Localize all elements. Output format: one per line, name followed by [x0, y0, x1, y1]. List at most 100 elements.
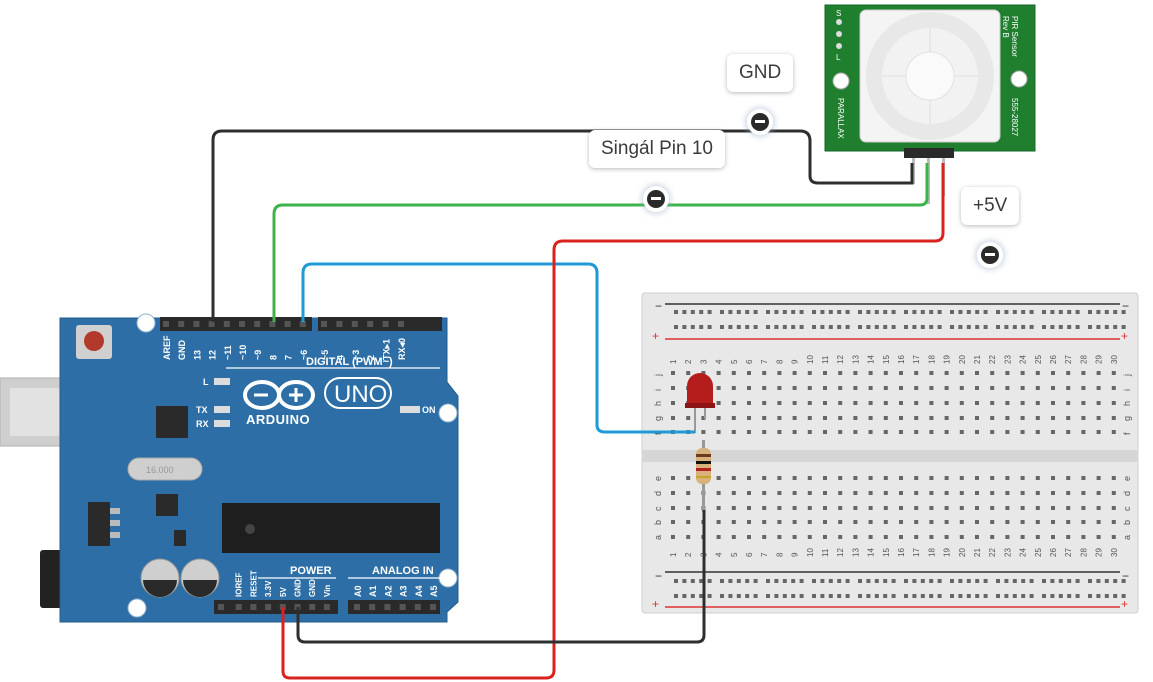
bb-hole-a4[interactable] [716, 535, 721, 539]
bb-hole-g22[interactable] [990, 416, 995, 420]
bb-rail-hole[interactable] [1104, 594, 1109, 598]
bb-hole-b6[interactable] [747, 520, 751, 524]
bb-hole-h11[interactable] [823, 401, 827, 405]
wire-signal-pin10[interactable] [272, 163, 929, 322]
bb-rail-hole[interactable] [745, 325, 750, 329]
bb-hole-c5[interactable] [731, 506, 736, 510]
breadboard[interactable]: − − + + − − + + 112233445566778899101011… [641, 292, 1139, 614]
bb-hole-d16[interactable] [899, 491, 903, 495]
bb-hole-i23[interactable] [1005, 386, 1010, 390]
bb-rail-hole[interactable] [1075, 310, 1080, 314]
bb-rail-hole[interactable] [1104, 310, 1109, 314]
bb-rail-hole[interactable] [1050, 594, 1055, 598]
bb-hole-b5[interactable] [731, 520, 736, 524]
bb-rail-hole[interactable] [1050, 579, 1055, 583]
bb-rail-hole[interactable] [820, 579, 825, 583]
bb-hole-j16[interactable] [899, 371, 903, 375]
bb-hole-h18[interactable] [929, 401, 934, 405]
bb-hole-c18[interactable] [929, 506, 934, 510]
bb-rail-hole[interactable] [699, 325, 704, 329]
bb-hole-b13[interactable] [853, 520, 858, 524]
bb-hole-a24[interactable] [1020, 535, 1025, 539]
bb-hole-i30[interactable] [1111, 386, 1116, 390]
bb-hole-d10[interactable] [807, 491, 812, 495]
bb-hole-d20[interactable] [959, 491, 964, 495]
bb-rail-hole[interactable] [682, 594, 687, 598]
bb-hole-j26[interactable] [1051, 371, 1055, 375]
bb-hole-g20[interactable] [959, 416, 964, 420]
bb-rail-hole[interactable] [1012, 325, 1017, 329]
bb-rail-hole[interactable] [690, 310, 695, 314]
wire-gnd-pir[interactable] [211, 129, 914, 322]
bb-rail-hole[interactable] [920, 579, 925, 583]
bb-hole-g2[interactable] [686, 416, 691, 420]
bb-hole-d28[interactable] [1081, 491, 1086, 495]
bb-rail-hole[interactable] [1096, 310, 1101, 314]
header-hole-digital[interactable] [351, 321, 358, 327]
bb-rail-hole[interactable] [1067, 310, 1072, 314]
bb-hole-a13[interactable] [853, 535, 858, 539]
bb-hole-h8[interactable] [777, 401, 782, 405]
header-hole-analog[interactable] [399, 604, 406, 610]
bb-hole-g24[interactable] [1020, 416, 1025, 420]
bb-hole-h13[interactable] [853, 401, 858, 405]
bb-hole-b17[interactable] [914, 520, 919, 524]
bb-hole-j19[interactable] [944, 371, 949, 375]
bb-rail-hole[interactable] [766, 594, 770, 598]
bb-hole-d2[interactable] [686, 491, 691, 495]
bb-hole-j23[interactable] [1005, 371, 1010, 375]
bb-hole-b27[interactable] [1066, 520, 1071, 524]
bb-hole-d8[interactable] [777, 491, 782, 495]
bb-rail-hole[interactable] [774, 325, 779, 329]
header-hole-digital[interactable] [223, 321, 230, 327]
bb-hole-d18[interactable] [929, 491, 934, 495]
bb-hole-j29[interactable] [1096, 371, 1101, 375]
bb-hole-d19[interactable] [944, 491, 949, 495]
bb-hole-j10[interactable] [807, 371, 812, 375]
bb-hole-j22[interactable] [990, 371, 995, 375]
bb-rail-hole[interactable] [966, 310, 971, 314]
bb-rail-hole[interactable] [866, 310, 871, 314]
bb-hole-j21[interactable] [975, 371, 979, 375]
bb-hole-j28[interactable] [1081, 371, 1086, 375]
header-hole-digital[interactable] [367, 321, 374, 327]
bb-hole-a9[interactable] [792, 535, 797, 539]
wires[interactable] [211, 129, 945, 680]
bb-rail-hole[interactable] [690, 579, 695, 583]
bb-rail-hole[interactable] [883, 594, 888, 598]
bb-hole-e18[interactable] [929, 476, 934, 480]
bb-hole-d26[interactable] [1051, 491, 1055, 495]
bb-hole-e25[interactable] [1035, 476, 1040, 480]
bb-hole-c21[interactable] [975, 506, 979, 510]
bb-rail-hole[interactable] [1012, 594, 1017, 598]
bb-hole-g25[interactable] [1035, 416, 1040, 420]
bb-hole-e4[interactable] [716, 476, 721, 480]
bb-rail-hole[interactable] [920, 310, 925, 314]
bb-rail-hole[interactable] [753, 310, 758, 314]
bb-rail-hole[interactable] [720, 310, 724, 314]
bb-hole-b1[interactable] [671, 520, 675, 524]
bb-hole-f23[interactable] [1005, 430, 1010, 434]
bb-hole-g30[interactable] [1111, 416, 1116, 420]
bb-hole-i7[interactable] [762, 386, 767, 390]
bb-rail-hole[interactable] [707, 594, 712, 598]
bb-rail-hole[interactable] [1029, 325, 1034, 329]
bb-rail-hole[interactable] [1067, 594, 1072, 598]
bb-hole-j27[interactable] [1066, 371, 1071, 375]
bb-hole-i5[interactable] [731, 386, 736, 390]
bb-rail-hole[interactable] [1113, 310, 1118, 314]
bb-rail-hole[interactable] [753, 594, 758, 598]
bb-rail-hole[interactable] [1121, 310, 1126, 314]
header-hole-digital[interactable] [398, 321, 404, 327]
bb-rail-hole[interactable] [912, 594, 917, 598]
bb-rail-hole[interactable] [891, 579, 896, 583]
bb-hole-j30[interactable] [1111, 371, 1116, 375]
bb-hole-j20[interactable] [959, 371, 964, 375]
bb-rail-hole[interactable] [837, 579, 842, 583]
bb-hole-a15[interactable] [883, 535, 888, 539]
bb-hole-d21[interactable] [975, 491, 979, 495]
bb-rail-hole[interactable] [1096, 579, 1101, 583]
bb-hole-b12[interactable] [838, 520, 843, 524]
bb-rail-hole[interactable] [1113, 579, 1118, 583]
bb-rail-hole[interactable] [745, 310, 750, 314]
